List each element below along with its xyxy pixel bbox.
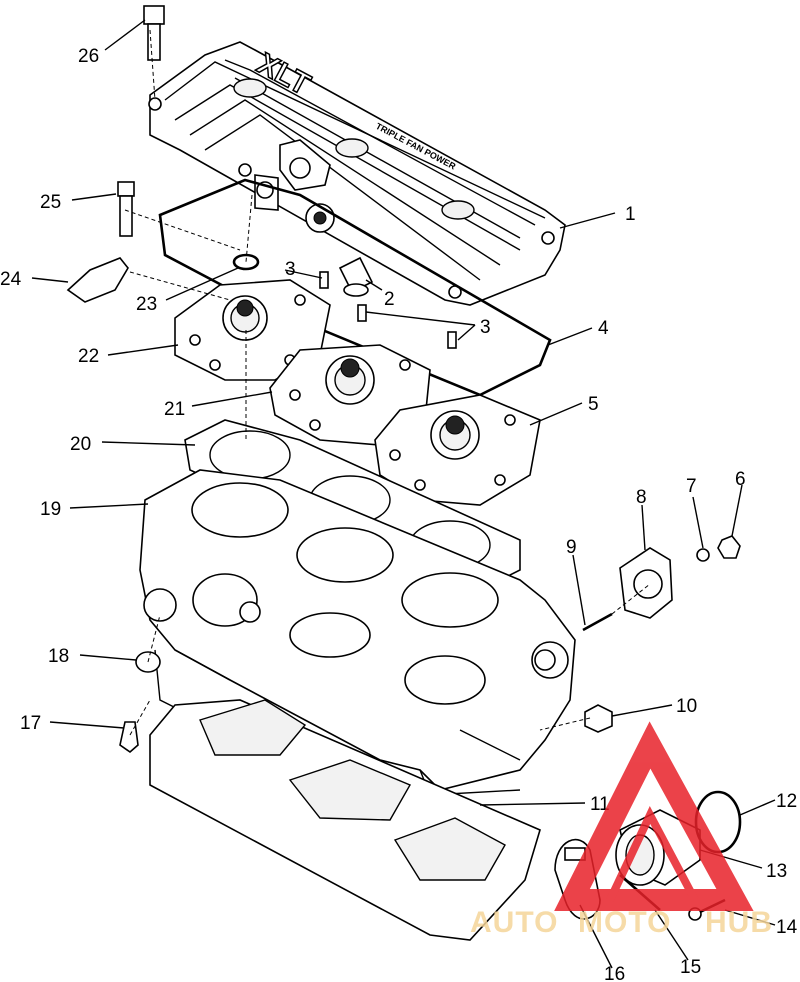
- callout-15: 15: [680, 957, 701, 978]
- dowel-pins: [319, 271, 457, 349]
- hex-nut-10: [584, 704, 613, 733]
- callout-7: 7: [686, 476, 697, 497]
- callout-3-lower: 3: [480, 317, 491, 338]
- callout-13: 13: [766, 861, 787, 882]
- callout-1: 1: [625, 204, 636, 225]
- temp-sensor-24: [66, 257, 129, 303]
- bolt-25: [117, 181, 135, 237]
- assembly-guides: [124, 29, 651, 736]
- callout-11: 11: [590, 794, 610, 815]
- callout-leaders: [31, 19, 776, 969]
- callout-14: 14: [776, 917, 798, 938]
- cylinder-head-right: [374, 394, 541, 506]
- callout-21: 21: [164, 399, 185, 420]
- callout-16: 16: [604, 964, 625, 982]
- lock-washer: [696, 548, 710, 562]
- cylinder-head-middle: [269, 344, 431, 446]
- watermark-text-left: AUTO: [470, 906, 558, 939]
- cylinder-head-left: [174, 279, 331, 381]
- callout-20: 20: [70, 434, 91, 455]
- callout-12: 12: [776, 791, 797, 812]
- callout-9: 9: [566, 537, 577, 558]
- o-ring-seal: [232, 253, 260, 271]
- cover-gasket: [158, 178, 552, 397]
- fitting-17: [119, 721, 139, 754]
- callout-22: 22: [78, 346, 99, 367]
- base-gasket: [149, 699, 541, 941]
- bolt-26: [143, 5, 165, 61]
- callout-24: 24: [0, 269, 22, 290]
- callout-3-upper: 3: [285, 259, 296, 280]
- callout-8: 8: [636, 487, 647, 508]
- callout-5: 5: [588, 394, 599, 415]
- callout-labels: 26 25 24 23 22 21 20 19 18 17 1 2 3 3 4 …: [0, 46, 798, 982]
- hex-nut-6: [717, 535, 741, 559]
- callout-17: 17: [20, 713, 41, 734]
- callout-18: 18: [48, 646, 69, 667]
- watermark-text-mid: MOTO: [578, 906, 671, 939]
- callout-2: 2: [384, 289, 395, 310]
- stud-9: [582, 612, 613, 632]
- watermark-logo: AUTO MOTO HUB: [470, 721, 773, 939]
- callout-23: 23: [136, 294, 157, 315]
- cylinder-head-cover: XLT TRIPLE FAN POWER: [148, 41, 566, 306]
- outlet-cover-plate: [619, 547, 673, 619]
- callout-25: 25: [40, 192, 61, 213]
- callout-6: 6: [735, 469, 746, 490]
- callout-19: 19: [40, 499, 61, 520]
- callout-26: 26: [78, 46, 99, 67]
- connector-sleeve: [338, 256, 374, 297]
- watermark-text-right: HUB: [705, 906, 773, 939]
- callout-4: 4: [598, 318, 609, 339]
- callout-10: 10: [676, 696, 697, 717]
